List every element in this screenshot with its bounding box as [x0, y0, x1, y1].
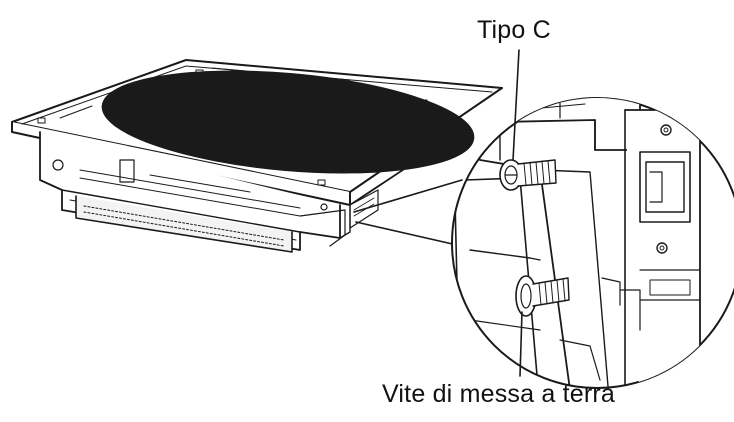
label-ground-screw: Vite di messa a terra: [382, 380, 616, 408]
circular-grille: [101, 70, 475, 174]
label-type-c: Tipo C: [477, 16, 551, 44]
unit-lower-body: [39, 131, 379, 253]
ground-screw: [515, 275, 570, 317]
type-c-screw: [499, 159, 557, 191]
leader-line-ground-screw: [519, 311, 523, 377]
leader-line-type-c: [512, 49, 520, 161]
zoom-connector: [353, 179, 471, 249]
zoom-detail: [451, 97, 734, 389]
